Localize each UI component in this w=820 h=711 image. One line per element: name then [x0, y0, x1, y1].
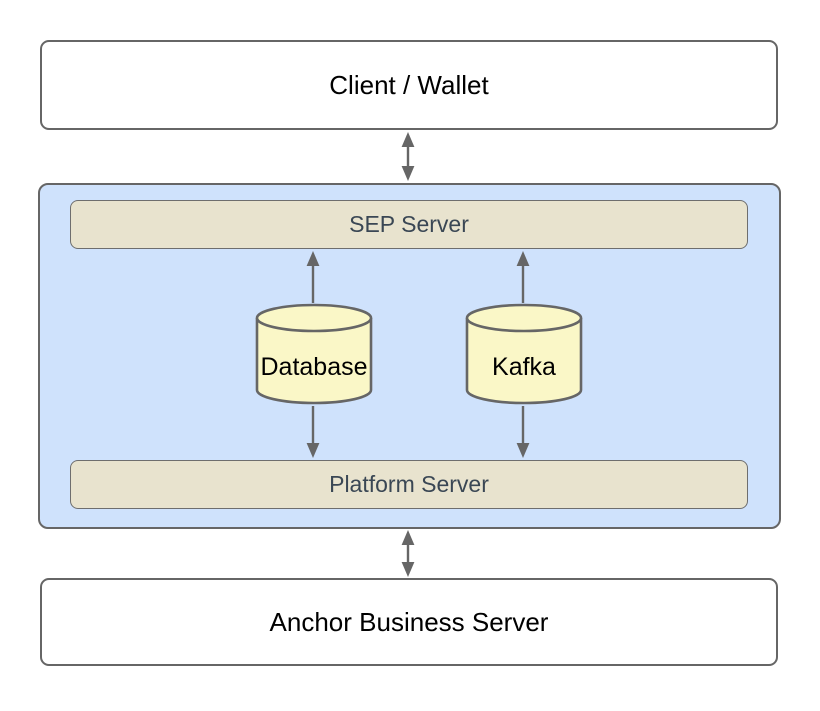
node-anchor-business-server-label: Anchor Business Server — [269, 606, 549, 637]
node-platform-server-label: Platform Server — [329, 471, 489, 497]
node-database: Database — [255, 302, 373, 406]
node-kafka: Kafka — [465, 302, 583, 406]
node-client-wallet-label: Client / Wallet — [329, 69, 489, 100]
node-sep-server-label: SEP Server — [349, 211, 469, 237]
database-cylinder-icon — [255, 303, 373, 405]
kafka-cylinder-icon — [465, 303, 583, 405]
arrow-container-anchor — [401, 530, 415, 577]
node-platform-server: Platform Server — [70, 460, 748, 509]
node-kafka-label: Kafka — [492, 352, 556, 381]
node-anchor-business-server: Anchor Business Server — [40, 578, 778, 666]
node-database-label: Database — [260, 352, 368, 381]
arrow-client-container — [401, 132, 415, 181]
node-client-wallet: Client / Wallet — [40, 40, 778, 130]
node-sep-server: SEP Server — [70, 200, 748, 249]
